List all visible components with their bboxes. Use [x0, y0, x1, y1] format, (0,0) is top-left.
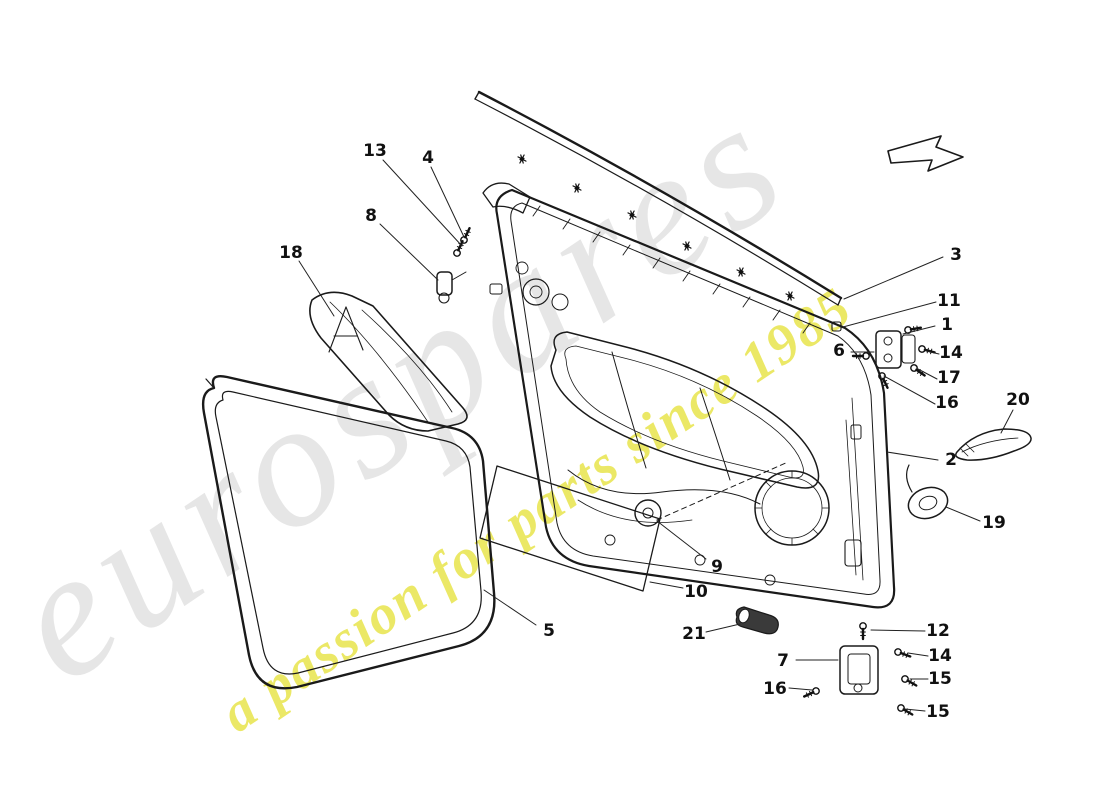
door-seal-part-5 [201, 374, 496, 690]
upper-hinge-parts [831, 321, 937, 391]
leader-lines [298, 159, 1014, 712]
handle-blade-part-20 [955, 428, 1032, 461]
lower-latch-parts [801, 621, 920, 719]
door-panel-part-2 [482, 182, 896, 609]
upper-front-hinge-part-8 [436, 225, 474, 304]
direction-arrow-icon [887, 135, 964, 172]
cover-panel-part-10 [479, 465, 661, 592]
window-molding-part-3 [474, 90, 843, 306]
window-guide-part-18 [309, 291, 468, 432]
buffer-part-21 [735, 606, 779, 635]
grommet-part-19 [906, 464, 949, 520]
